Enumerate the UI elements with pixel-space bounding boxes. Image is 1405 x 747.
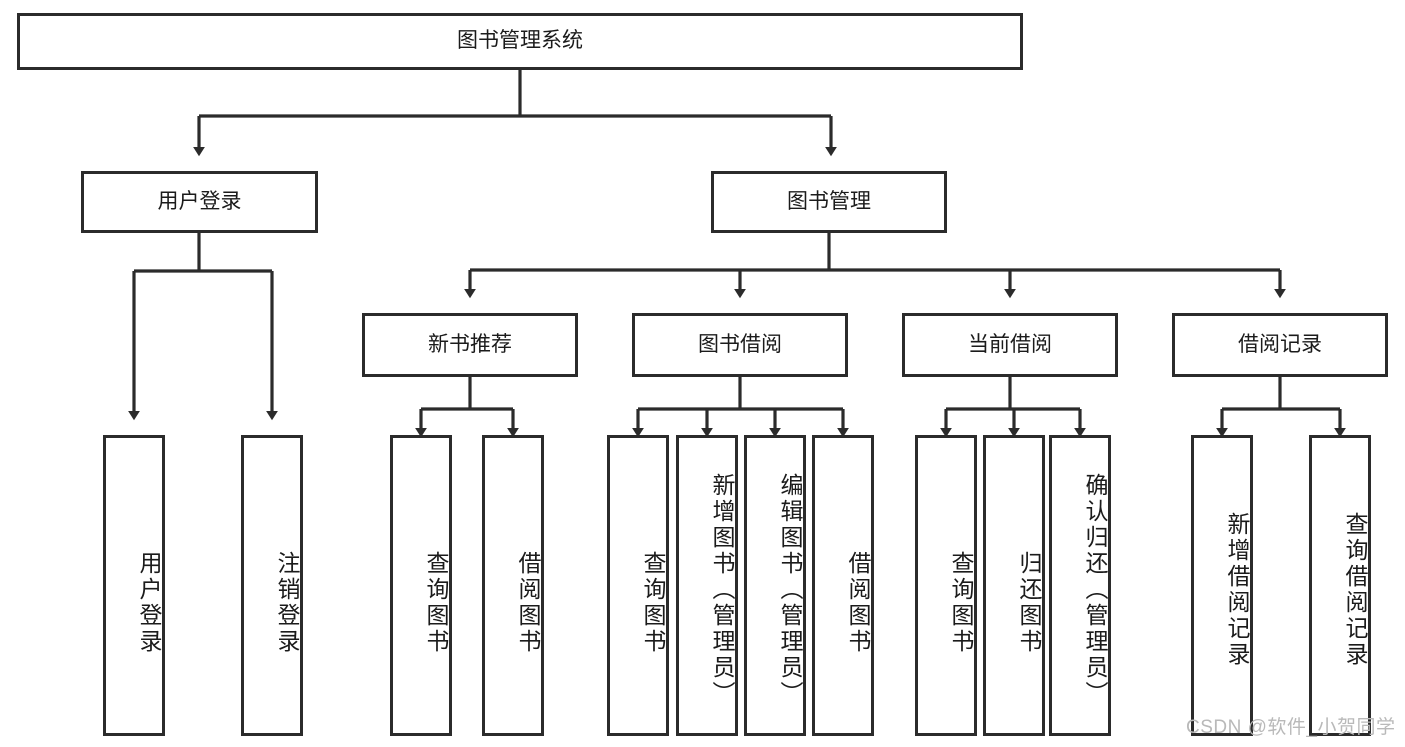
node-leaf-query-book-1-label: 查询图书 xyxy=(423,550,449,655)
node-leaf-query-book-3[interactable]: 查询图书 xyxy=(915,435,977,736)
node-current-borrow-label: 当前借阅 xyxy=(968,332,1052,356)
node-book-borrow[interactable]: 图书借阅 xyxy=(632,313,848,377)
node-book-borrow-label: 图书借阅 xyxy=(698,332,782,356)
node-leaf-query-book-2[interactable]: 查询图书 xyxy=(607,435,669,736)
node-leaf-borrow-book-2[interactable]: 借阅图书 xyxy=(812,435,874,736)
node-leaf-borrow-book-1-label: 借阅图书 xyxy=(515,550,541,655)
node-leaf-borrow-book-2-label: 借阅图书 xyxy=(845,550,871,655)
node-current-borrow[interactable]: 当前借阅 xyxy=(902,313,1118,377)
node-leaf-return-book-label: 归还图书 xyxy=(1016,550,1042,655)
node-leaf-logout-label: 注销登录 xyxy=(274,550,300,655)
node-leaf-return-book[interactable]: 归还图书 xyxy=(983,435,1045,736)
node-leaf-query-book-1[interactable]: 查询图书 xyxy=(390,435,452,736)
node-leaf-add-book-label: 新增图书（管理员） xyxy=(709,472,735,707)
node-leaf-add-book[interactable]: 新增图书（管理员） xyxy=(676,435,738,736)
node-leaf-borrow-book-1[interactable]: 借阅图书 xyxy=(482,435,544,736)
node-borrow-record[interactable]: 借阅记录 xyxy=(1172,313,1388,377)
node-leaf-query-book-3-label: 查询图书 xyxy=(948,550,974,655)
node-leaf-query-record[interactable]: 查询借阅记录 xyxy=(1309,435,1371,736)
node-leaf-user-login[interactable]: 用户登录 xyxy=(103,435,165,736)
node-user-login[interactable]: 用户登录 xyxy=(81,171,318,233)
node-borrow-record-label: 借阅记录 xyxy=(1238,332,1322,356)
node-leaf-edit-book-label: 编辑图书（管理员） xyxy=(777,472,803,707)
node-root-label: 图书管理系统 xyxy=(457,29,583,53)
node-leaf-logout[interactable]: 注销登录 xyxy=(241,435,303,736)
node-user-login-label: 用户登录 xyxy=(157,189,242,213)
node-new-book-recommend-label: 新书推荐 xyxy=(428,332,512,356)
node-book-manage-label: 图书管理 xyxy=(787,189,871,213)
node-leaf-query-book-2-label: 查询图书 xyxy=(640,550,666,655)
node-leaf-add-record-label: 新增借阅记录 xyxy=(1224,511,1250,668)
node-leaf-edit-book[interactable]: 编辑图书（管理员） xyxy=(744,435,806,736)
node-leaf-add-record[interactable]: 新增借阅记录 xyxy=(1191,435,1253,736)
node-root[interactable]: 图书管理系统 xyxy=(17,13,1023,70)
node-leaf-query-record-label: 查询借阅记录 xyxy=(1342,511,1368,668)
node-book-manage[interactable]: 图书管理 xyxy=(711,171,947,233)
node-new-book-recommend[interactable]: 新书推荐 xyxy=(362,313,578,377)
csdn-watermark: CSDN @软件_小贺同学 xyxy=(1186,717,1396,738)
node-leaf-confirm-return[interactable]: 确认归还（管理员） xyxy=(1049,435,1111,736)
node-leaf-confirm-return-label: 确认归还（管理员） xyxy=(1082,472,1108,707)
node-leaf-user-login-label: 用户登录 xyxy=(136,550,162,655)
